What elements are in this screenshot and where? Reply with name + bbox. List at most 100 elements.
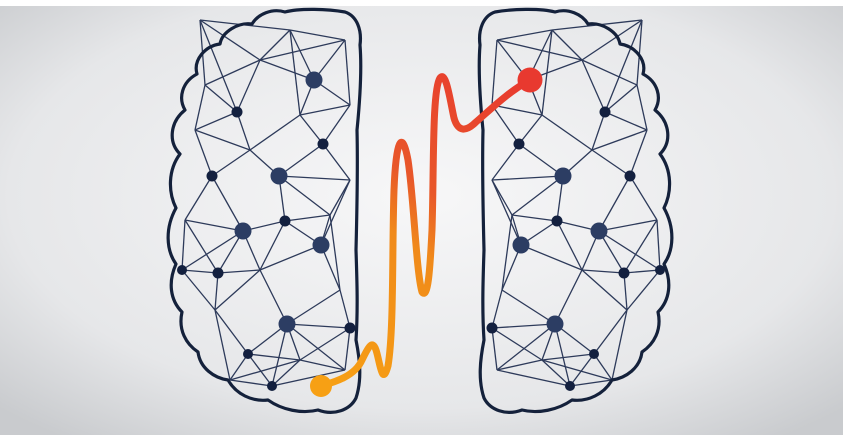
right-network-line <box>611 309 628 381</box>
right-network-line <box>581 269 628 311</box>
left-network-line <box>339 289 351 329</box>
left-network-line <box>284 214 331 222</box>
right-network-line <box>604 19 643 113</box>
right-network-node <box>554 167 572 185</box>
left-network-node <box>206 170 218 182</box>
right-network-node <box>590 222 608 240</box>
right-network-line <box>496 29 553 41</box>
left-network-line <box>214 309 231 381</box>
right-network-node <box>618 267 630 279</box>
left-network-node <box>267 381 277 391</box>
left-network-line <box>229 379 273 387</box>
left-network-line <box>181 269 219 274</box>
right-network-node <box>486 322 498 334</box>
right-network-line <box>491 327 543 361</box>
right-network-line <box>598 175 631 232</box>
left-network-line <box>329 179 351 216</box>
left-network-line <box>247 353 273 387</box>
right-network-line <box>591 111 606 151</box>
left-network-line <box>299 327 351 361</box>
right-network-line <box>491 179 522 246</box>
left-network-line <box>259 29 291 61</box>
left-network-line <box>236 111 251 151</box>
left-network-line <box>204 84 238 113</box>
left-network-line <box>278 175 331 216</box>
left-network-line <box>278 175 351 181</box>
left-network-line <box>229 359 301 381</box>
right-network-line <box>598 230 661 271</box>
left-network-line <box>214 269 261 311</box>
right-network-line <box>491 175 564 181</box>
left-network-line <box>194 129 213 177</box>
left-network-node <box>312 236 330 254</box>
left-network-line <box>214 272 219 311</box>
left-network-line <box>299 104 351 116</box>
right-network-line <box>501 289 556 325</box>
left-network-line <box>299 359 346 371</box>
right-network-line <box>623 219 658 274</box>
right-network-line <box>496 359 543 371</box>
left-network-line <box>204 59 261 86</box>
right-network-line <box>636 19 643 86</box>
right-network-node <box>513 138 525 150</box>
left-network-line <box>344 327 351 371</box>
right-network-line <box>623 269 661 274</box>
right-network-line <box>541 359 571 387</box>
left-network-node <box>270 167 288 185</box>
left-network-line <box>181 230 244 271</box>
left-network-line <box>259 220 286 271</box>
right-network-line <box>591 129 648 151</box>
right-network-line <box>511 214 558 222</box>
right-network-line <box>581 59 638 86</box>
right-network-line <box>511 175 564 216</box>
right-network-line <box>541 114 593 151</box>
left-network-line <box>322 104 351 145</box>
left-network-line <box>286 323 346 371</box>
left-network-node <box>243 349 253 359</box>
left-network-node <box>231 106 243 118</box>
left-hemisphere-nodes <box>177 71 356 391</box>
right-network-line <box>604 111 648 131</box>
left-network-line <box>211 175 244 232</box>
left-network-line <box>184 219 219 274</box>
left-network-line <box>259 39 346 61</box>
right-network-line <box>581 59 606 113</box>
right-network-line <box>520 244 583 271</box>
right-network-line <box>593 353 613 381</box>
right-hemisphere-outline <box>477 7 674 414</box>
right-network-line <box>554 269 583 325</box>
left-network-line <box>199 19 238 113</box>
left-network-node <box>279 215 291 227</box>
right-network-line <box>581 19 643 61</box>
right-network-line <box>636 84 648 131</box>
left-network-line <box>181 219 186 271</box>
right-hemisphere-network <box>491 19 661 387</box>
left-network-line <box>199 19 261 61</box>
left-network-line <box>194 129 251 151</box>
right-network-node <box>551 215 563 227</box>
signal-wave <box>317 73 534 390</box>
left-network-line <box>329 214 341 291</box>
left-hemisphere-outline <box>166 7 363 414</box>
right-network-node <box>565 381 575 391</box>
right-network-line <box>491 179 513 216</box>
left-network-line <box>299 114 324 145</box>
right-network-line <box>496 323 556 371</box>
right-network-line <box>623 272 628 311</box>
right-network-line <box>593 309 628 355</box>
right-network-line <box>598 219 658 232</box>
right-network-line <box>629 129 648 177</box>
right-network-node <box>589 349 599 359</box>
right-network-node <box>599 106 611 118</box>
right-network-line <box>541 353 595 361</box>
left-network-node <box>212 267 224 279</box>
left-network-node <box>177 265 187 275</box>
left-network-line <box>289 29 346 41</box>
right-network-line <box>501 214 513 291</box>
left-network-line <box>271 369 346 387</box>
left-network-line <box>229 353 249 381</box>
signal-end-node <box>517 67 543 93</box>
